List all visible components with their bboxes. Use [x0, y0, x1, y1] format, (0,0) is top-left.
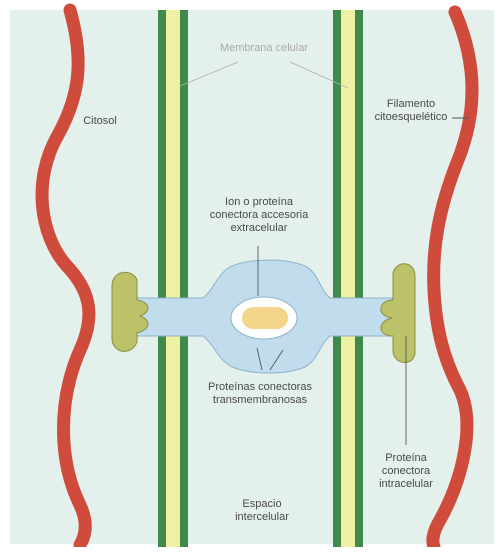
membrane-label: Membrana celular: [205, 42, 323, 55]
intercellular-space-label: Espacio intercelular: [222, 498, 302, 524]
accessory-ion-label: Ion o proteína conectora accesoria extra…: [196, 196, 322, 235]
accessory-ion: [242, 307, 288, 329]
left-membrane: [158, 10, 188, 547]
filament-label: Filamento citoesquelético: [366, 98, 456, 124]
right-membrane: [333, 10, 363, 547]
intracellular-protein-label: Proteína conectora intracelular: [366, 452, 446, 491]
cytosol-label: Citosol: [78, 115, 122, 128]
transmembrane-label: Proteínas conectoras transmembranosas: [194, 381, 326, 407]
